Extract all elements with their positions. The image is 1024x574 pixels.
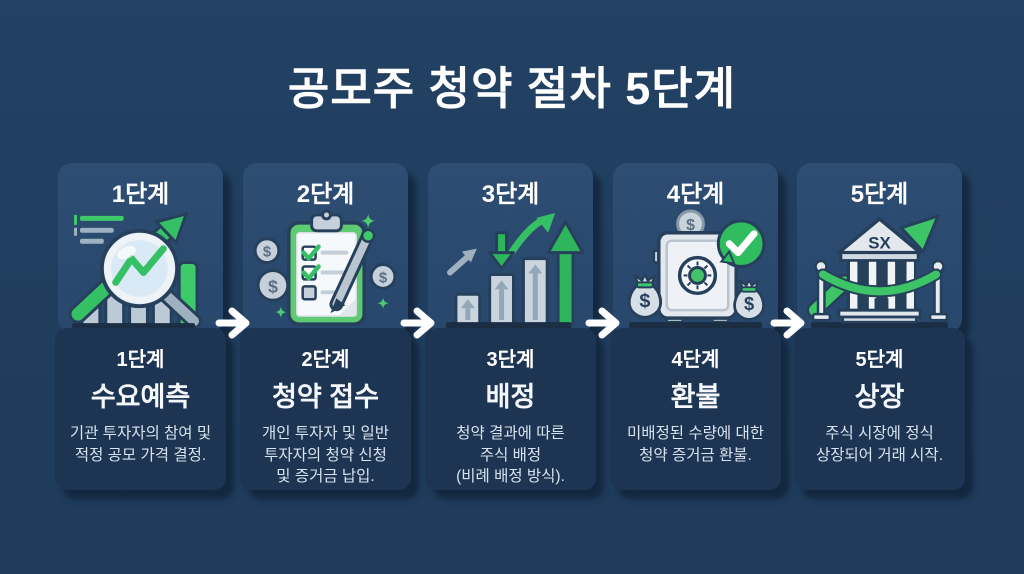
step-title: 1단계 bbox=[111, 181, 170, 208]
step-title: 5단계 bbox=[850, 181, 909, 208]
step-card-2-icon-panel: 2단계 $ $ bbox=[243, 163, 408, 333]
flow-arrow-icon bbox=[583, 303, 623, 343]
step-label: 1단계 bbox=[116, 349, 165, 371]
money-bag-icon: $ bbox=[627, 273, 663, 319]
refund-safe-icon: $ bbox=[627, 209, 766, 331]
flow-arrow-icon bbox=[213, 303, 253, 343]
step-card-4-icon-panel: 4단계 $ bbox=[613, 163, 778, 333]
svg-text:$: $ bbox=[379, 270, 388, 286]
step-card-4-text-panel: 4단계 환불 미배정된 수량에 대한 청약 증거금 환불. bbox=[610, 328, 781, 490]
step-description: 개인 투자자 및 일반 투자자의 청약 신청 및 증거금 납입. bbox=[262, 425, 389, 486]
step-label: 4단계 bbox=[671, 349, 720, 371]
step-card-1: 1단계 bbox=[55, 163, 226, 490]
step-name: 배정 bbox=[485, 382, 536, 412]
svg-text:$: $ bbox=[686, 217, 695, 234]
svg-text:$: $ bbox=[263, 245, 272, 261]
step-card-1-text-panel: 1단계 수요예측 기관 투자자의 참여 및 적정 공모 가격 결정. bbox=[55, 328, 226, 490]
step-card-5-text-panel: 5단계 상장 주식 시장에 정식 상장되어 거래 시작. bbox=[794, 328, 965, 490]
step-description: 주식 시장에 정식 상장되어 거래 시작. bbox=[816, 425, 943, 464]
step-label: 3단계 bbox=[486, 349, 535, 371]
step-title: 4단계 bbox=[666, 181, 725, 208]
svg-text:$: $ bbox=[744, 293, 754, 314]
flow-arrow-icon bbox=[768, 303, 808, 343]
magnifier-trend-chart-icon bbox=[68, 211, 203, 331]
check-badge-icon bbox=[716, 219, 766, 269]
step-label: 2단계 bbox=[301, 349, 350, 371]
step-title: 2단계 bbox=[296, 181, 355, 208]
step-card-1-icon-panel: 1단계 bbox=[58, 163, 223, 333]
step-card-2: 2단계 $ $ bbox=[240, 163, 411, 490]
step-name: 상장 bbox=[854, 382, 905, 412]
listing-exchange-icon: SX bbox=[806, 214, 949, 331]
step-card-3-text-panel: 3단계 배정 청약 결과에 따른 주식 배정 (비례 배정 방식). bbox=[425, 328, 596, 490]
step-card-5-icon-panel: 5단계 SX bbox=[797, 163, 962, 333]
step-name: 환불 bbox=[670, 382, 721, 412]
step-card-2-text-panel: 2단계 청약 접수 개인 투자자 및 일반 투자자의 청약 신청 및 증거금 납… bbox=[240, 328, 411, 490]
money-bag-icon: $ bbox=[733, 278, 765, 321]
page-title: 공모주 청약 절차 5단계 bbox=[287, 63, 737, 114]
safe-icon bbox=[652, 231, 738, 324]
step-name: 청약 접수 bbox=[272, 382, 379, 412]
coin-icon: $ bbox=[256, 269, 290, 302]
step-label: 5단계 bbox=[855, 349, 904, 371]
step-name: 수요예측 bbox=[90, 382, 191, 412]
clipboard-checklist-icon: $ $ bbox=[253, 209, 397, 326]
step-description: 청약 결과에 따른 주식 배정 (비례 배정 방식). bbox=[456, 425, 565, 486]
pen-icon bbox=[329, 228, 376, 314]
coin-icon: $ bbox=[253, 237, 281, 265]
step-description: 미배정된 수량에 대한 청약 증거금 환불. bbox=[627, 425, 764, 464]
step-card-3: 3단계 bbox=[425, 163, 596, 490]
flow-arrow-icon bbox=[398, 303, 438, 343]
svg-text:$: $ bbox=[639, 290, 650, 312]
step-title: 3단계 bbox=[481, 181, 540, 208]
step-card-5: 5단계 SX bbox=[794, 163, 965, 490]
step-description: 기관 투자자의 참여 및 적정 공모 가격 결정. bbox=[69, 425, 212, 464]
step-card-3-icon-panel: 3단계 bbox=[428, 163, 593, 333]
svg-text:SX: SX bbox=[868, 234, 891, 253]
coin-icon: $ bbox=[369, 263, 397, 290]
svg-text:$: $ bbox=[268, 276, 278, 296]
allocation-bars-icon bbox=[446, 212, 585, 331]
step-card-4: 4단계 $ bbox=[610, 163, 781, 490]
